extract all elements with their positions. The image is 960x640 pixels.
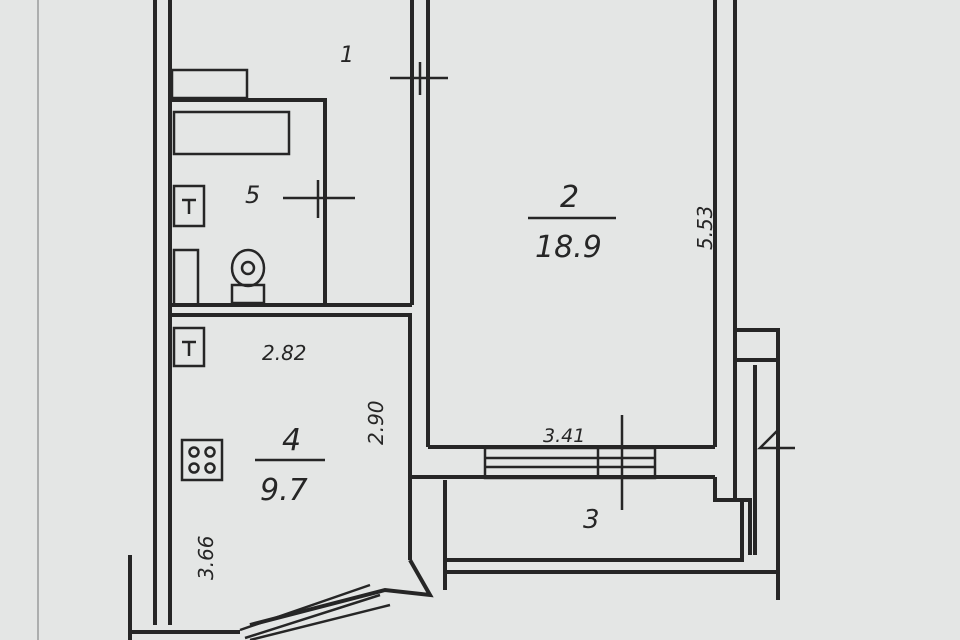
room-5-number: 5	[245, 181, 260, 209]
room-2-number: 2	[560, 180, 579, 215]
room-1-number: 1	[340, 43, 354, 68]
room-3-number: 3	[583, 505, 600, 535]
sink	[172, 184, 206, 228]
room-2-area: 18.9	[535, 230, 602, 265]
room-4-length-dim: 3.66	[194, 535, 218, 580]
room-4-area: 9.7	[260, 473, 308, 508]
room-4-width-dim: 2.82	[262, 341, 307, 365]
room-2-height-dim: 5.53	[693, 205, 717, 250]
room-4-number: 4	[282, 423, 301, 458]
room-4-depth-dim: 2.90	[364, 400, 388, 445]
cabinet	[172, 248, 200, 307]
toilet-icon	[230, 248, 266, 305]
bathtub	[172, 110, 291, 156]
walls	[128, 0, 795, 640]
room-2-width-dim: 3.41	[543, 425, 585, 447]
fixtures	[170, 68, 291, 482]
stove-icon	[180, 438, 224, 482]
kitchen-sink	[172, 326, 206, 368]
shelf	[170, 68, 249, 100]
